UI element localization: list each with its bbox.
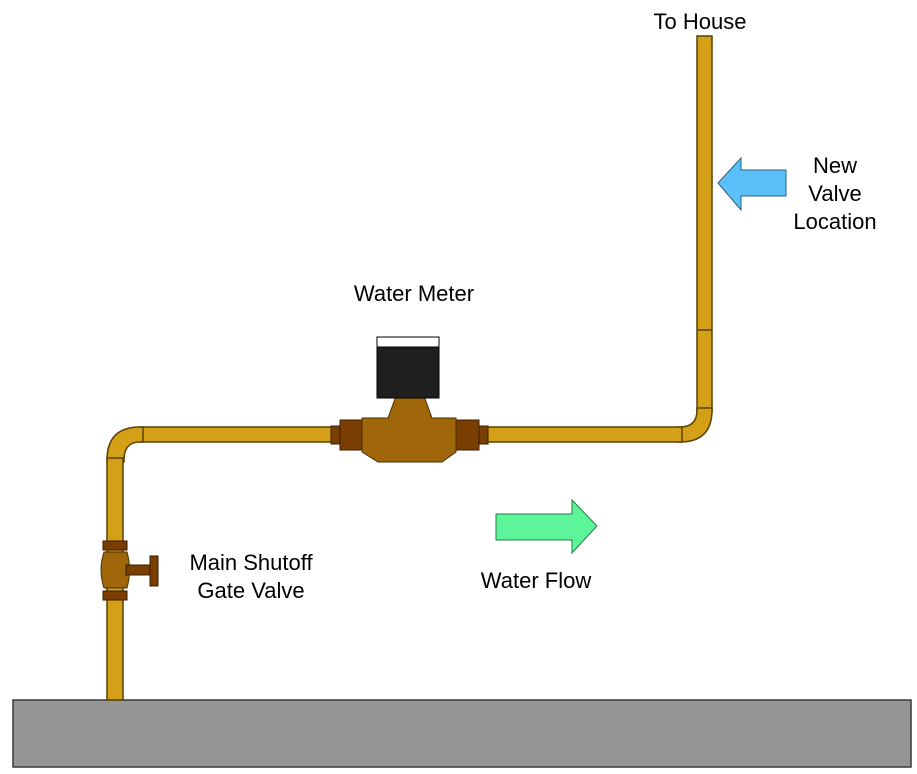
valve-handle — [149, 555, 159, 587]
main-shutoff-label-line1: Main Shutoff — [189, 550, 313, 575]
water-meter-label: Water Meter — [354, 281, 474, 306]
to-house-label: To House — [654, 9, 747, 34]
new-valve-label-line2: Valve — [808, 181, 861, 206]
gate-valve — [100, 540, 159, 601]
new-valve-label-line3: Location — [793, 209, 876, 234]
water-meter — [330, 336, 489, 463]
ground-slab — [12, 699, 912, 768]
new-valve-label-line1: New — [813, 153, 857, 178]
pipe-meter-outlet — [485, 426, 683, 443]
pipe-elbow-left — [106, 426, 144, 463]
arrow-left-icon — [717, 156, 787, 212]
main-shutoff-label-line2: Gate Valve — [197, 578, 304, 603]
pipe-to-house — [696, 35, 713, 413]
pipe-elbow-right — [677, 407, 713, 443]
arrow-right-icon — [495, 498, 598, 555]
water-flow-label: Water Flow — [481, 568, 592, 593]
pipe-meter-inlet — [139, 426, 336, 443]
